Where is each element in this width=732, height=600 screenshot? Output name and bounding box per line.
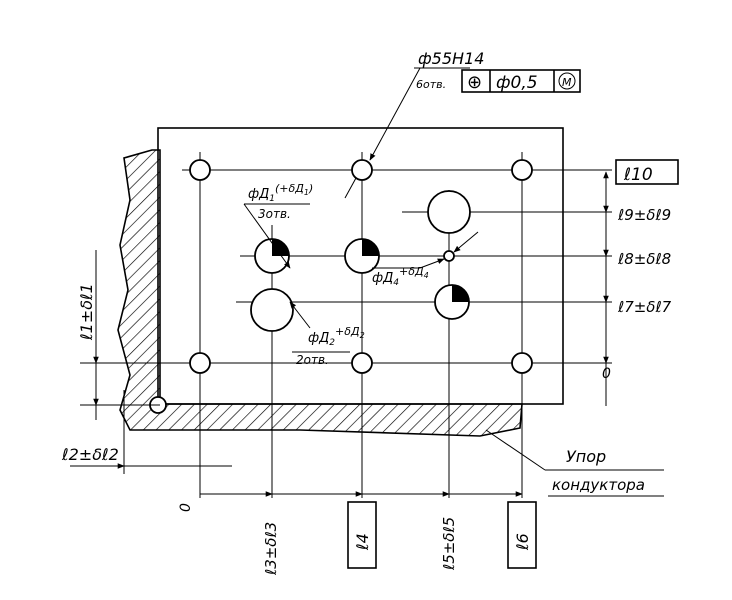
hole-d2-callout: фД2+δД2 2отв. [296,325,365,367]
bottom-dimensions: 0 ℓ3±δℓ3 ℓ4 ℓ5±δℓ5 ℓ6 [178,491,537,576]
dim-l3: ℓ3±δℓ3 [262,522,280,576]
svg-text:фД4+δД4: фД4+δД4 [372,265,429,288]
hole-corner-tm [351,159,373,181]
tolerance-modifier: М [562,76,572,89]
hole1-size: фД [248,187,269,202]
hole1-tol-close: ) [308,182,313,195]
dim-zero-right: 0 [602,366,611,382]
hole-corner-tr [511,159,533,181]
plate-outline [157,127,564,405]
right-dimensions: ℓ10 ℓ9±δℓ9 ℓ8±δℓ8 ℓ7±δℓ7 0 [602,159,679,406]
leader-lines [243,67,664,471]
dim-l5: ℓ5±δℓ5 [440,517,458,571]
dim-l8: ℓ8±δℓ8 [617,250,671,268]
l4-box [347,501,377,569]
svg-text:фД1(+δД1): фД1(+δД1) [248,182,313,204]
hole-d1-callout: фД1(+δД1) 3отв. [248,182,313,221]
stop-label-line1: Упор [566,447,606,466]
hole-corner-tl [189,159,211,181]
holes [149,159,533,414]
hole2-tol: +δД [335,325,360,338]
dim-l4: ℓ4 [353,533,372,551]
l10-box [615,159,679,185]
l6-box [507,501,537,569]
dim-l9: ℓ9±δℓ9 [617,206,671,224]
top-callout: ф55Н14 6отв. ⊕ ф0,5 М [414,49,581,93]
hole-d4-callout: фД4+δД4 [372,265,429,288]
hole1-tol: (+δД [275,182,304,195]
top-hole-size: ф55Н14 [418,49,484,68]
svg-text:фД2+δД2: фД2+δД2 [308,325,365,348]
center-lines-vertical [199,152,523,498]
top-hole-note: 6отв. [416,78,446,91]
stop-label: Упор кондуктора [548,447,664,497]
hole-d3-top [427,190,471,234]
dim-l6: ℓ6 [513,533,532,551]
hole2-note: 2отв. [296,353,329,367]
hole-corner-br [511,352,533,374]
dim-l7: ℓ7±δℓ7 [617,298,672,316]
stop-label-line2: кондуктора [552,476,645,494]
dim-l2: ℓ2±δℓ2 [61,445,119,464]
hole4-size: фД [372,271,393,286]
hole1-tol-sub: 1 [304,188,309,197]
hole2-tol-sub: 2 [360,331,365,340]
dim-l10: ℓ10 [623,165,653,185]
tolerance-value: ф0,5 [496,73,538,93]
hole4-tol-sub: 4 [424,271,429,280]
hole1-sub: 1 [269,194,275,204]
position-symbol-icon: ⊕ [467,72,482,93]
hole2-size: фД [308,331,329,346]
hole-d4-small [443,250,455,262]
hole-d2 [250,288,294,332]
hole-corner-bm [351,352,373,374]
hole4-tol: +δД [399,265,424,278]
dim-zero-bottom: 0 [178,503,194,512]
dim-l1: ℓ1±δℓ1 [77,283,96,341]
hole4-sub: 4 [393,278,399,288]
left-dimensions: ℓ1±δℓ1 ℓ2±δℓ2 [61,250,232,474]
hole-corner-bl [189,352,211,374]
hole2-sub: 2 [329,338,335,348]
tolerance-frame [461,69,581,93]
hole1-note: 3отв. [258,207,291,221]
